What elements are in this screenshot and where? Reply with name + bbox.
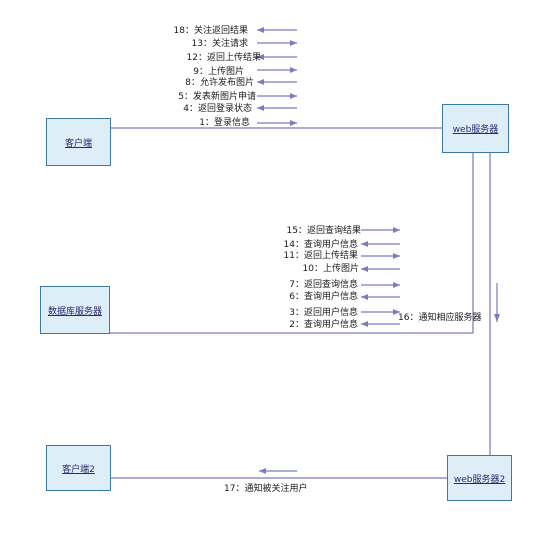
arrow-18 bbox=[257, 27, 297, 33]
msg-4: 4：返回登录状态 bbox=[183, 104, 252, 114]
msg-15: 15：返回查询结果 bbox=[286, 226, 361, 236]
node-web2-label: web服务器2 bbox=[453, 474, 506, 485]
node-web1[interactable]: web服务器 bbox=[442, 104, 509, 153]
msg-2: 2：查询用户信息 bbox=[289, 320, 358, 330]
msg-5: 5：发表新图片申请 bbox=[178, 92, 256, 102]
node-web2[interactable]: web服务器2 bbox=[447, 455, 512, 501]
arrow-13 bbox=[257, 40, 297, 46]
arrow-15 bbox=[361, 227, 400, 233]
arrow-10 bbox=[361, 266, 400, 272]
arrow-5 bbox=[257, 93, 297, 99]
msg-16: 16：通知相应服务器 bbox=[398, 313, 482, 323]
msg-13: 13：关注请求 bbox=[191, 39, 248, 49]
arrow-7 bbox=[361, 282, 400, 288]
msg-17: 17：通知被关注用户 bbox=[224, 484, 308, 494]
arrow-14 bbox=[361, 241, 400, 247]
node-client1-label: 客户端 bbox=[64, 138, 92, 149]
msg-10: 10：上传图片 bbox=[302, 264, 359, 274]
msg-9: 9：上传图片 bbox=[193, 67, 244, 77]
msg-18: 18：关注返回结果 bbox=[173, 26, 248, 36]
arrow-17 bbox=[259, 468, 297, 474]
node-client1[interactable]: 客户端 bbox=[46, 118, 111, 166]
msg-3: 3：返回用户信息 bbox=[289, 308, 358, 318]
arrow-9 bbox=[257, 67, 297, 73]
node-client2-label: 客户端2 bbox=[62, 464, 95, 475]
message-arrows bbox=[257, 27, 500, 474]
node-db[interactable]: 数据库服务器 bbox=[40, 286, 110, 334]
arrow-2 bbox=[361, 321, 400, 327]
msg-8: 8：允许发布图片 bbox=[185, 78, 254, 88]
arrow-12 bbox=[257, 54, 297, 60]
arrow-3 bbox=[361, 309, 400, 315]
msg-11: 11：返回上传结果 bbox=[283, 251, 358, 261]
node-db-label: 数据库服务器 bbox=[47, 306, 102, 317]
arrow-11 bbox=[361, 253, 400, 259]
arrow-8 bbox=[257, 79, 297, 85]
msg-14: 14：查询用户信息 bbox=[283, 240, 358, 250]
node-client2[interactable]: 客户端2 bbox=[46, 445, 111, 491]
node-web1-label: web服务器 bbox=[452, 125, 499, 135]
arrow-4 bbox=[257, 105, 297, 111]
msg-12: 12：返回上传结果 bbox=[186, 53, 261, 63]
msg-7: 7：返回查询信息 bbox=[289, 280, 358, 290]
arrow-6 bbox=[361, 294, 400, 300]
arrow-1 bbox=[257, 120, 297, 126]
arrow-16 bbox=[494, 283, 500, 322]
msg-6: 6：查询用户信息 bbox=[289, 292, 358, 302]
msg-1: 1：登录信息 bbox=[199, 118, 250, 128]
